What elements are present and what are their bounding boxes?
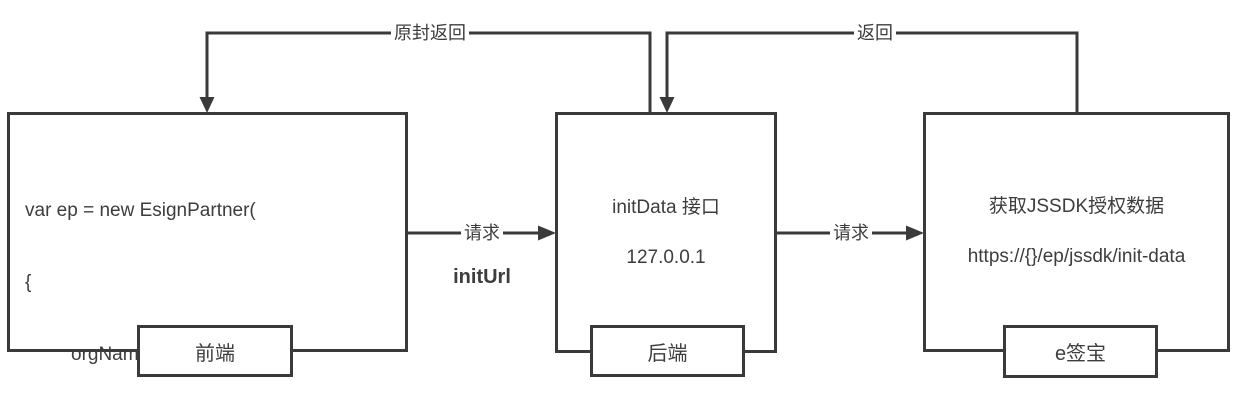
- esign-title: 获取JSSDK授权数据: [988, 196, 1165, 217]
- tag-frontend-label: 前端: [195, 342, 235, 365]
- code-line: {: [25, 272, 32, 293]
- edge-return-original: [205, 31, 652, 112]
- tag-backend: 后端: [590, 325, 745, 377]
- backend-address: 127.0.0.1: [626, 246, 706, 268]
- tag-esign-label: e签宝: [1054, 343, 1107, 365]
- edge-label-init-url: initUrl: [453, 266, 511, 288]
- code-line: var ep = new EsignPartner(: [25, 200, 256, 221]
- arrowhead-request-backend-esign: [906, 225, 924, 241]
- tag-backend-label: 后端: [647, 342, 688, 365]
- node-esign: 获取JSSDK授权数据 https://{}/ep/jssdk/init-dat…: [923, 112, 1230, 352]
- edge-label-request-frontend-backend: 请求: [461, 222, 503, 244]
- arrowhead-return: [659, 97, 675, 113]
- edge-label-request-backend-esign: 请求: [830, 222, 872, 244]
- backend-title: initData 接口: [612, 196, 720, 218]
- edge-label-return: 返回: [854, 22, 896, 44]
- node-frontend: var ep = new EsignPartner( { orgName: 'x…: [7, 112, 408, 365]
- node-backend: initData 接口 127.0.0.1: [555, 112, 777, 353]
- tag-frontend: 前端: [137, 325, 293, 377]
- arrowhead-return-original: [199, 97, 215, 113]
- tag-esign: e签宝: [1003, 325, 1158, 378]
- edge-label-return-original: 原封返回: [391, 22, 469, 44]
- arrowhead-request-frontend-backend: [538, 225, 556, 241]
- esign-url: https://{}/ep/jssdk/init-data: [967, 246, 1186, 267]
- edge-return: [665, 31, 1079, 112]
